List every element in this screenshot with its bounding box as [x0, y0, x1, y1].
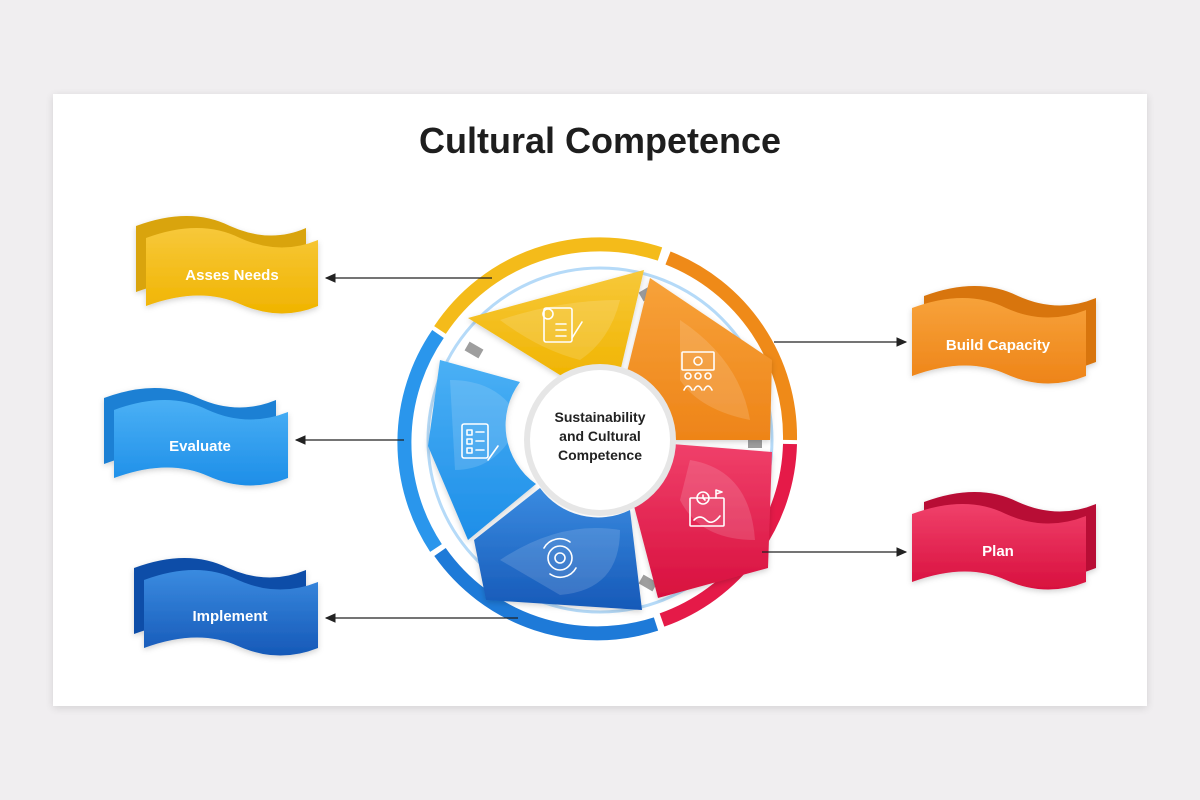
segment-highlights — [450, 300, 755, 595]
outer-arc-darkblue — [434, 547, 659, 641]
team-presentation-icon — [681, 351, 715, 391]
segment-plan[interactable] — [634, 444, 772, 598]
gear-cycle-icon — [543, 537, 577, 579]
connector — [638, 574, 658, 592]
center-label-line: Sustainability — [554, 409, 646, 425]
center-label-line: Competence — [557, 447, 643, 463]
segment-asses-needs[interactable] — [468, 270, 644, 380]
center-label-line: and Cultural — [559, 428, 641, 444]
flag-label-implement: Implement — [192, 608, 268, 625]
segment-implement[interactable] — [474, 488, 642, 610]
flag-plan[interactable] — [912, 492, 1096, 590]
document-checklist-icon — [542, 307, 583, 343]
flag-label-plan: Plan — [982, 543, 1014, 560]
center-label: Sustainability and Cultural Competence — [540, 408, 660, 465]
outer-arc-blue — [397, 330, 444, 552]
checklist-clipboard-icon — [461, 423, 499, 461]
connector — [464, 341, 484, 359]
segments — [428, 270, 772, 610]
highlight — [680, 320, 750, 420]
highlight — [680, 460, 755, 540]
center-circle — [530, 370, 670, 510]
flag-implement[interactable] — [134, 558, 318, 656]
outer-arc-yellow — [434, 237, 663, 334]
page-title: Cultural Competence — [418, 120, 782, 161]
flags — [104, 216, 1096, 656]
flag-label-build-capacity: Build Capacity — [945, 337, 1051, 354]
flag-asses-needs[interactable] — [136, 216, 318, 314]
flag-label-evaluate: Evaluate — [169, 438, 231, 455]
flag-evaluate[interactable] — [104, 388, 288, 486]
flag-label-asses-needs: Asses Needs — [185, 267, 279, 284]
flag-build-capacity[interactable] — [912, 286, 1096, 384]
planning-map-icon — [689, 489, 725, 527]
inner-ring — [426, 266, 774, 614]
highlight — [500, 528, 620, 595]
arrows — [294, 273, 908, 623]
outer-arc-orange — [665, 251, 798, 441]
